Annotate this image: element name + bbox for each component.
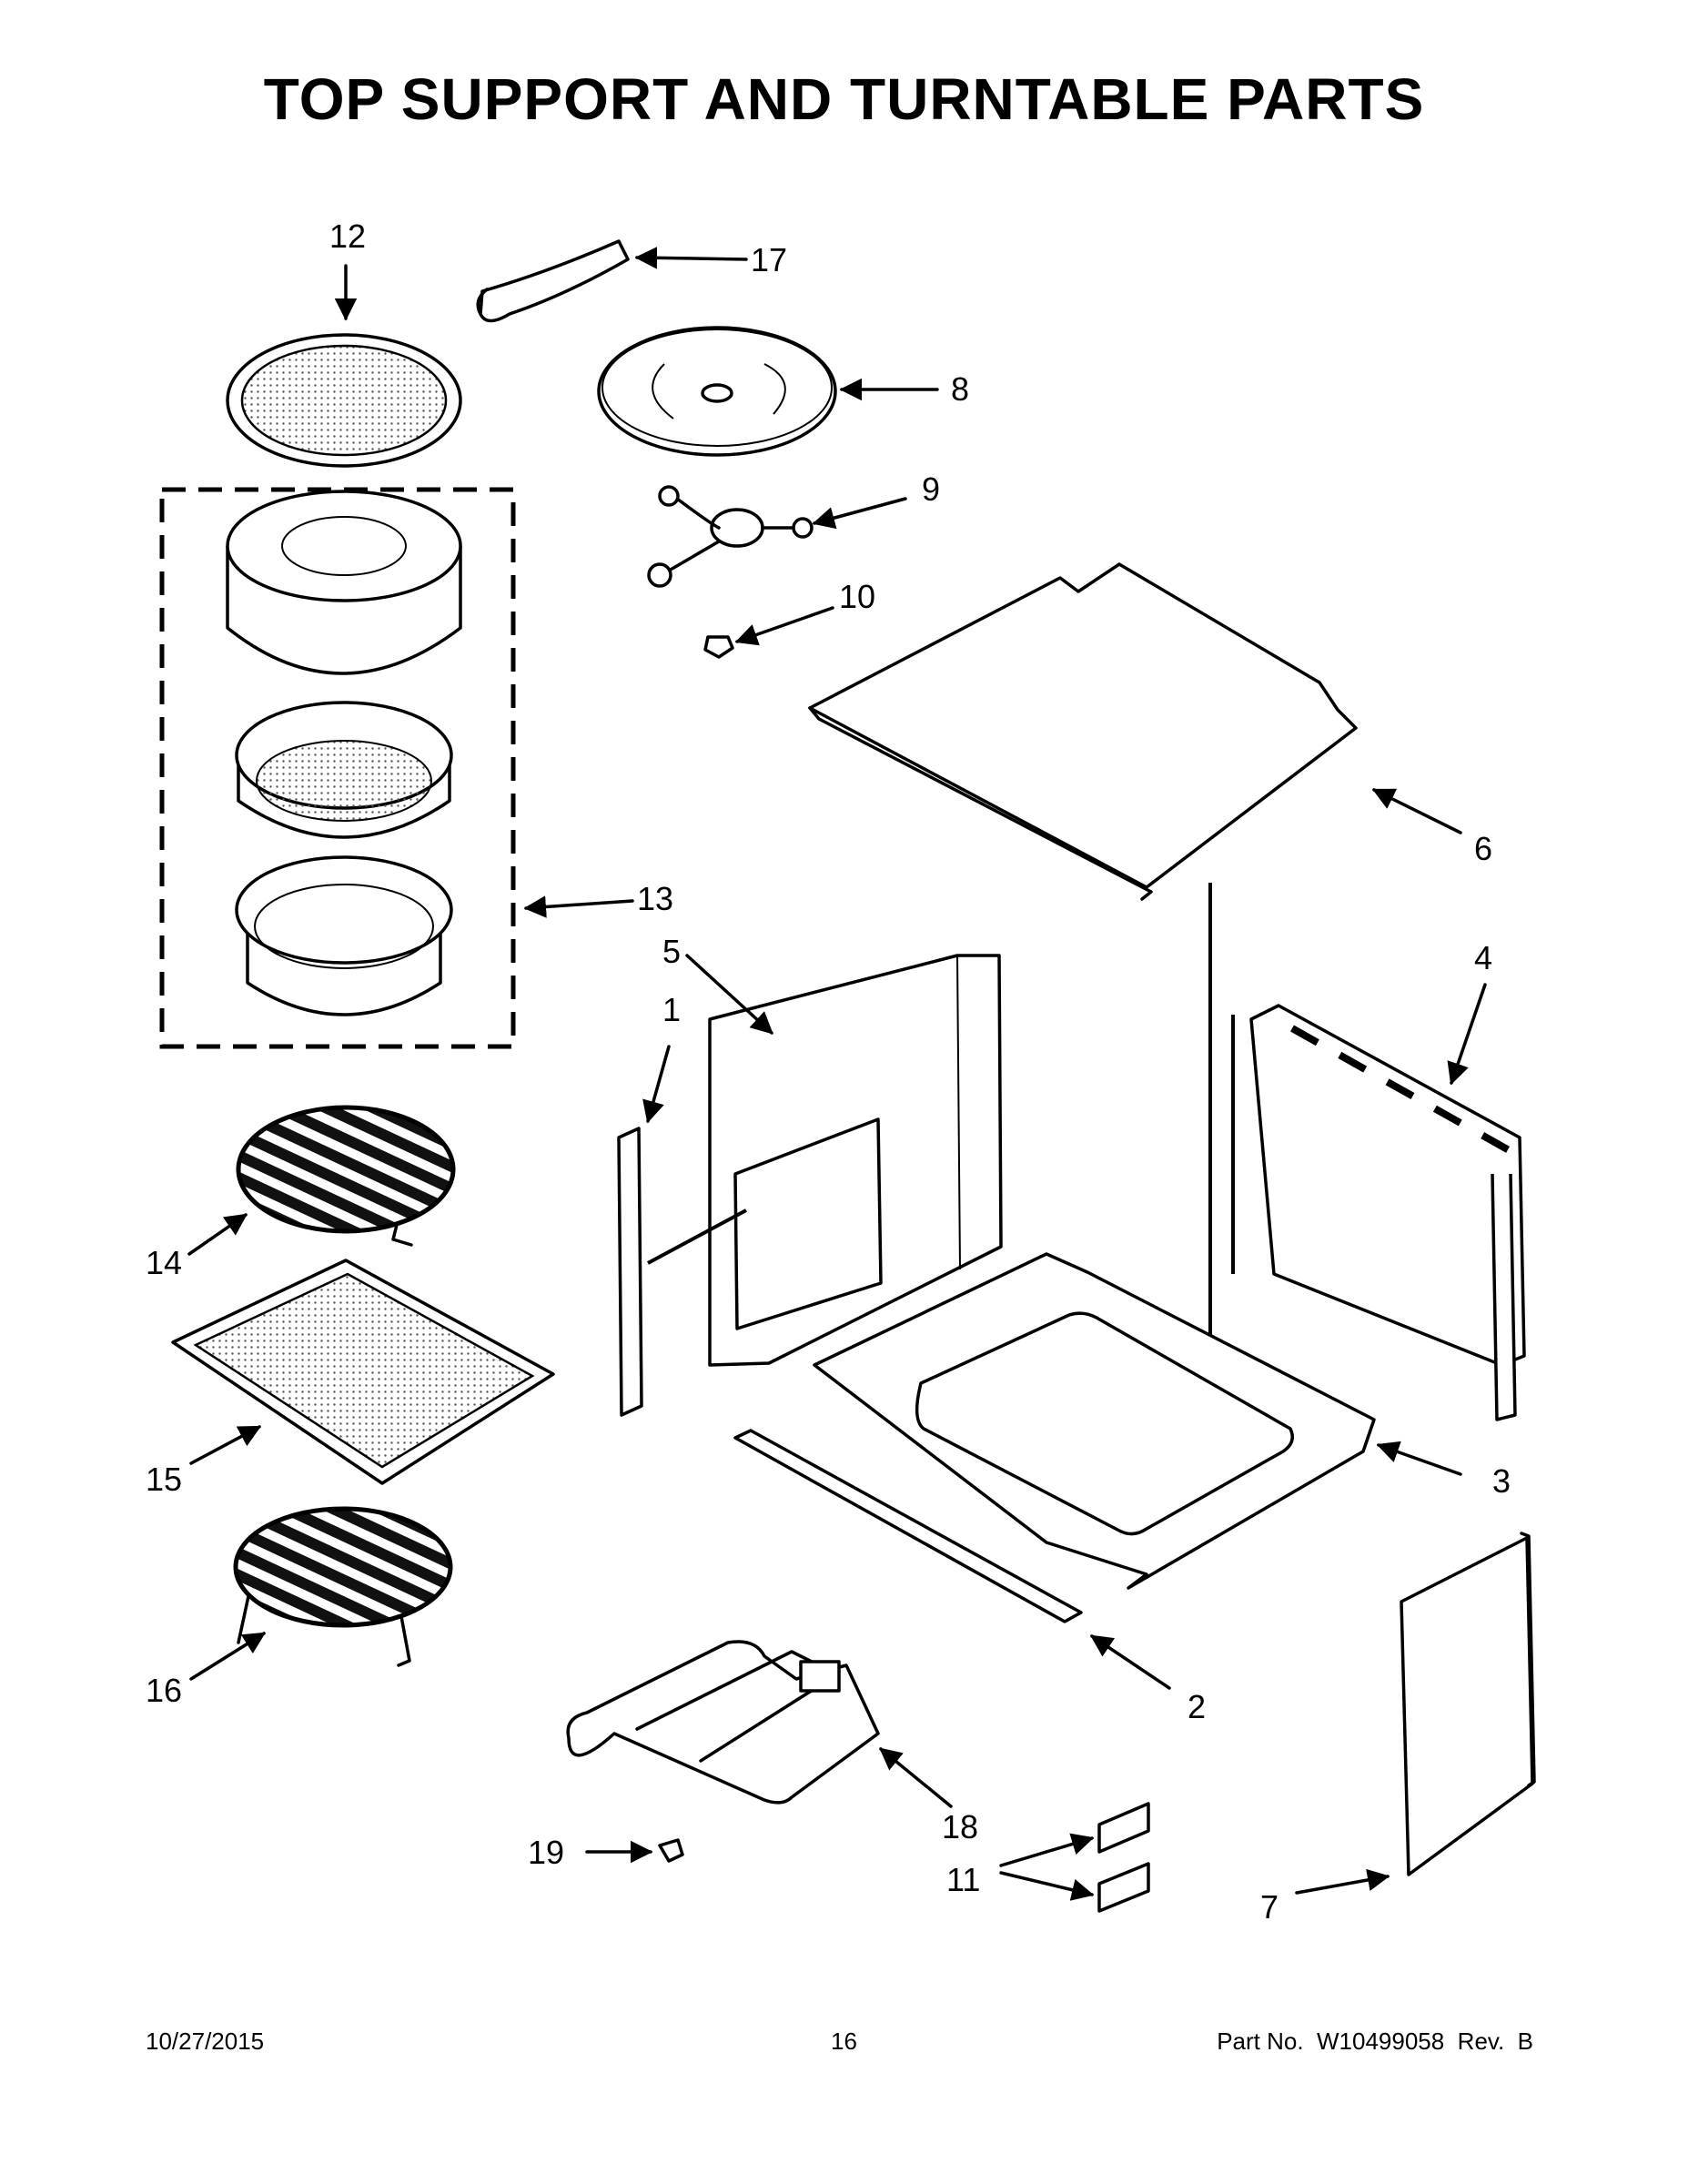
part-15-baking-tray (171, 1259, 555, 1485)
callout-10: 10 (839, 578, 875, 615)
callout-14: 14 (146, 1244, 182, 1281)
callout-6: 6 (1474, 830, 1492, 867)
arrow-17 (634, 247, 748, 269)
callout-15: 15 (146, 1461, 182, 1498)
part-6-top-panel (808, 562, 1358, 901)
page-title: TOP SUPPORT AND TURNTABLE PARTS (263, 66, 1425, 132)
part-4-right-side-wall (1231, 1004, 1526, 1421)
arrow-14 (187, 1213, 248, 1256)
callout-1: 1 (662, 991, 681, 1028)
callout-13: 13 (637, 880, 673, 917)
arrow-10 (734, 606, 834, 646)
footer-part-number: Part No. W10499058 Rev. B (1217, 2027, 1533, 2055)
callout-labels: 12 17 8 9 10 6 13 5 4 1 14 15 3 16 2 18 … (146, 217, 1511, 1926)
part-19-clip (658, 1838, 684, 1863)
callout-16: 16 (146, 1672, 182, 1709)
part-11-pads (1097, 1802, 1150, 1913)
callout-9: 9 (922, 470, 940, 508)
arrow-2 (1089, 1634, 1171, 1690)
footer-date: 10/27/2015 (146, 2027, 265, 2055)
arrow-3 (1376, 1441, 1462, 1476)
part-3-bottom-panel (813, 1252, 1376, 1590)
part-8-turntable-tray (597, 326, 837, 457)
arrow-16 (189, 1632, 267, 1681)
arrow-13 (523, 895, 634, 918)
part-7-side-panel (1400, 1532, 1536, 1876)
arrow-4 (1447, 983, 1487, 1086)
arrow-18 (879, 1747, 953, 1808)
callout-5: 5 (662, 933, 681, 970)
part-12-crisper-pan (226, 333, 462, 468)
arrow-7 (1295, 1868, 1390, 1895)
part-18-heating-element (566, 1640, 880, 1805)
arrow-1 (642, 1045, 671, 1124)
part-14-low-rack (236, 1105, 456, 1247)
callout-12: 12 (329, 217, 366, 255)
arrow-5 (685, 954, 773, 1035)
callout-4: 4 (1474, 939, 1492, 976)
callout-7: 7 (1260, 1888, 1279, 1926)
arrow-11b (999, 1871, 1095, 1901)
part-1-bracket (617, 1127, 643, 1417)
callout-17: 17 (751, 241, 787, 278)
part-5-left-side-wall (647, 954, 1003, 1367)
footer-page-number: 16 (831, 2027, 857, 2055)
arrow-6 (1371, 788, 1462, 834)
callout-18: 18 (942, 1808, 978, 1845)
part-17-handle (476, 239, 630, 323)
leader-arrows (187, 247, 1487, 1901)
part-2-front-rail (733, 1429, 1083, 1623)
part-9-roller-support (647, 485, 814, 588)
callout-3: 3 (1492, 1462, 1511, 1500)
arrow-11a (999, 1833, 1095, 1867)
callout-11: 11 (946, 1861, 980, 1898)
callout-19: 19 (528, 1834, 564, 1871)
part-13-steamer-set (159, 487, 516, 1049)
part-16-high-rack (233, 1506, 453, 1667)
part-10-coupler (703, 635, 734, 659)
arrow-9 (812, 497, 907, 530)
callout-8: 8 (951, 370, 969, 408)
arrow-15 (189, 1425, 262, 1465)
callout-2: 2 (1188, 1688, 1206, 1725)
